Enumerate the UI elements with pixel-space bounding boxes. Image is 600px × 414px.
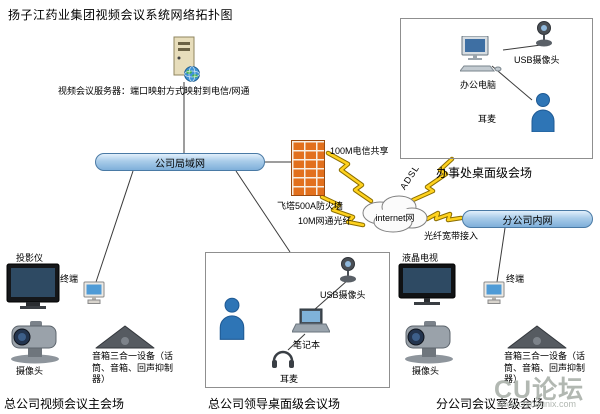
branch-tv-label: 液晶电视: [402, 253, 439, 263]
lightning-fiber: [425, 211, 463, 222]
lightning-telecom-outline: [325, 150, 374, 204]
leader-site-box: [205, 252, 390, 388]
office-pc-label: 办公电脑: [460, 80, 497, 90]
lightning-telecom: [326, 151, 373, 203]
branch-terminal-icon: [482, 280, 508, 313]
branch-ptz-camera-icon: [400, 316, 458, 369]
leader-person-icon: [216, 296, 248, 345]
server-icon: [168, 36, 202, 87]
netcom-link-label: 10M网通光纤: [298, 216, 352, 226]
hq-projector-display-icon: [6, 263, 64, 316]
firewall-label: 飞塔500A防火墙: [277, 201, 344, 211]
lightning-fiber-outline: [424, 210, 464, 223]
hq-audio-device-label: 音箱三合一设备（话筒、音箱、回声抑制器）: [92, 351, 174, 385]
page-title: 扬子江药业集团视频会议系统网络拓扑图: [8, 8, 234, 22]
adsl-link-label: ADSL: [398, 162, 422, 192]
branch-lcd-tv-icon: [398, 263, 460, 314]
fiber-access-label: 光纤宽带接入: [424, 231, 479, 241]
office-usb-camera-label: USB摄像头: [514, 55, 560, 65]
leader-webcam-icon: [338, 256, 358, 289]
branch-audio-device-label: 音箱三合一设备（话筒、音箱、回声抑制器）: [504, 351, 586, 385]
leader-usb-camera-label: USB摄像头: [320, 290, 366, 300]
internet-cloud-label: internet网: [375, 213, 415, 223]
hq-projector-label: 投影仪: [16, 253, 44, 263]
leader-headset-label: 耳麦: [280, 374, 299, 384]
office-person-icon: [528, 92, 558, 137]
hq-speakerphone-icon: [94, 324, 156, 357]
office-webcam-icon: [534, 20, 554, 53]
branch-speakerphone-icon: [506, 324, 568, 357]
leader-laptop-icon: [291, 308, 331, 343]
leader-laptop-label: 笔记本: [293, 340, 321, 350]
office-site-title: 办事处桌面级会场: [436, 166, 533, 180]
firewall-icon: [291, 140, 325, 196]
company-lan-segment: 公司局域网: [95, 153, 265, 171]
watermark-brand: CU论坛: [494, 376, 585, 404]
hq-terminal-label: 终端: [60, 274, 79, 284]
link-lan-hq-terminal: [95, 170, 134, 283]
branch-lan-segment: 分公司内网: [462, 210, 593, 228]
leader-headset-icon: [270, 348, 296, 377]
hq-camera-label: 摄像头: [16, 366, 44, 376]
office-pc-icon: [458, 35, 502, 77]
hq-terminal-icon: [82, 280, 108, 313]
office-headset-label: 耳麦: [478, 114, 497, 124]
branch-terminal-label: 终端: [506, 274, 525, 284]
hq-ptz-camera-icon: [6, 316, 64, 369]
server-caption: 视频会议服务器：端口映射方式映射到电信/网通: [58, 86, 250, 96]
watermark-url: www.chinaunix.com: [497, 399, 577, 409]
branch-camera-label: 摄像头: [412, 366, 440, 376]
branch-site-title: 分公司会议室级会场: [436, 397, 545, 411]
hq-main-site-title: 总公司视频会议主会场: [4, 397, 125, 411]
link-branchlan-terminal: [496, 227, 506, 283]
office-site-box: [400, 18, 593, 159]
leader-site-title: 总公司领导桌面级会议场: [208, 397, 341, 411]
telecom-link-label: 100M电信共享: [330, 146, 389, 156]
